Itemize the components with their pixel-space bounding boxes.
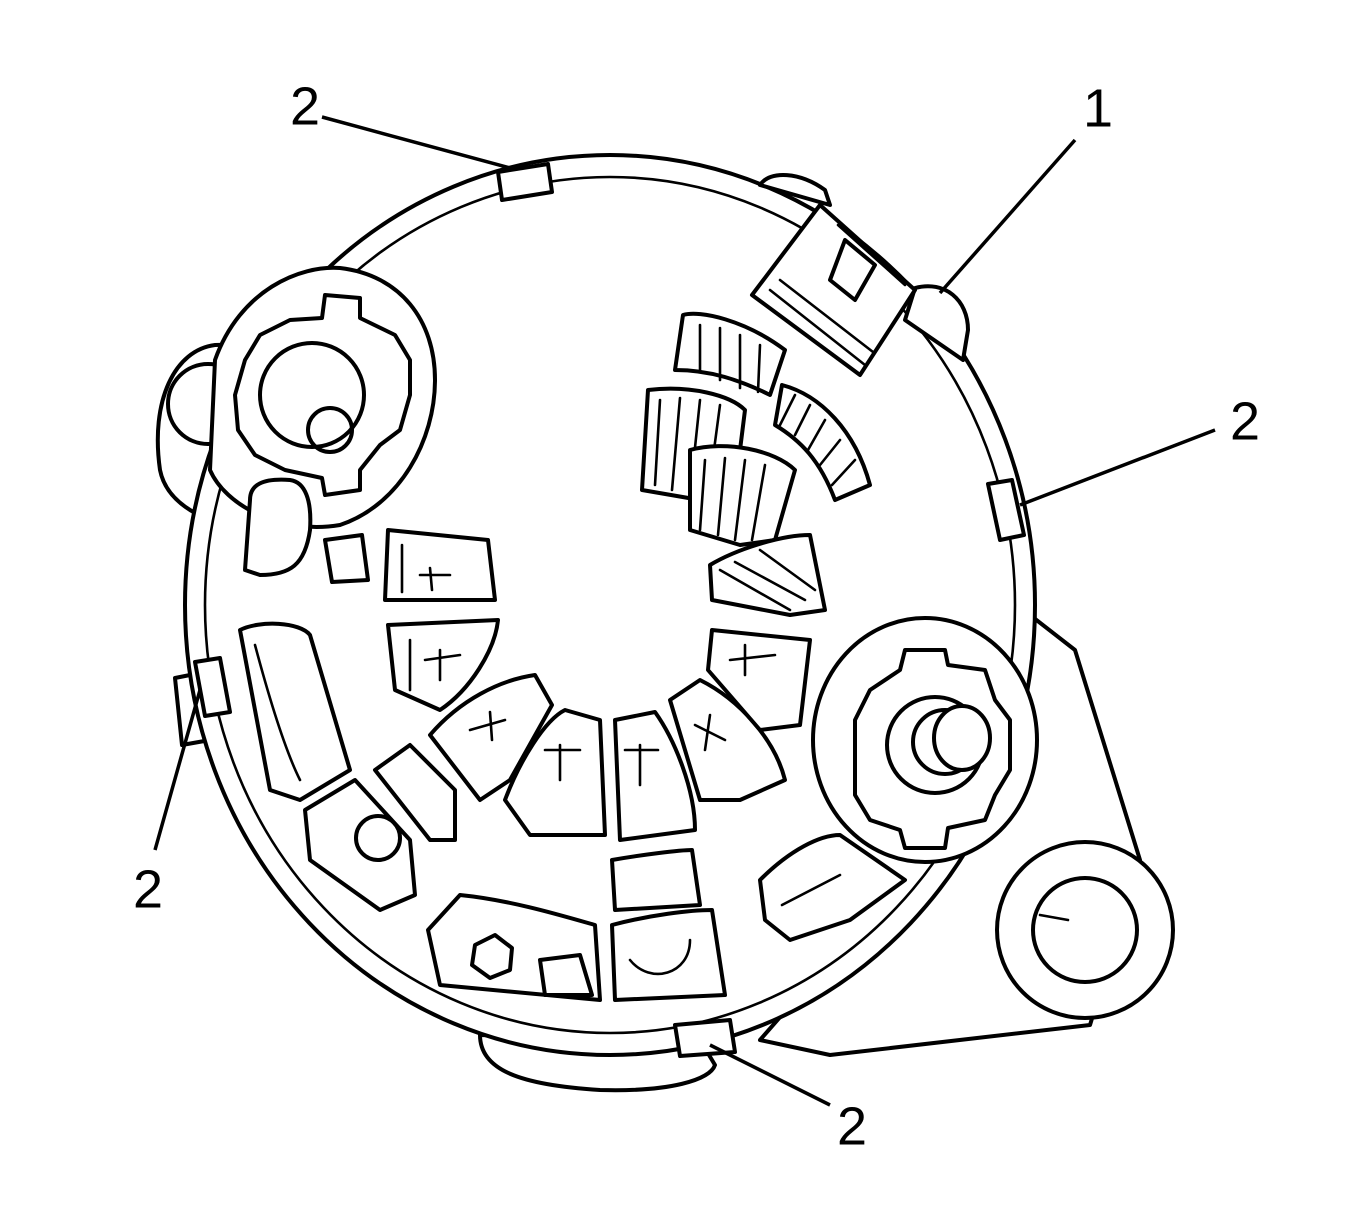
clip-bottom bbox=[673, 1018, 737, 1058]
callout-1: 1 bbox=[1083, 78, 1113, 138]
leader-1 bbox=[938, 138, 1077, 295]
leader-2-top bbox=[321, 115, 511, 170]
callout-2-left: 2 bbox=[133, 859, 163, 919]
clip-right bbox=[986, 478, 1026, 542]
rectifier-windows-inner bbox=[383, 528, 812, 842]
leader-2-left bbox=[153, 689, 202, 851]
retaining-clips bbox=[193, 162, 1026, 1058]
heat-sink-pockets bbox=[238, 621, 907, 1002]
electrical-connector bbox=[750, 172, 970, 377]
callout-labels: 1 2 2 2 2 bbox=[133, 76, 1260, 1156]
output-terminal-boss bbox=[811, 616, 1039, 864]
callout-2-right: 2 bbox=[1230, 391, 1260, 451]
upper-terminal-boss bbox=[208, 265, 437, 584]
callout-2-top: 2 bbox=[290, 76, 320, 136]
clip-top bbox=[496, 162, 554, 202]
leader-2-bottom bbox=[709, 1043, 831, 1107]
rectifier-fins-upper bbox=[640, 311, 872, 617]
leader-lines bbox=[153, 115, 1216, 1107]
callout-2-bottom: 2 bbox=[837, 1096, 867, 1156]
clip-left bbox=[193, 656, 232, 718]
leader-2-right bbox=[1019, 428, 1216, 507]
